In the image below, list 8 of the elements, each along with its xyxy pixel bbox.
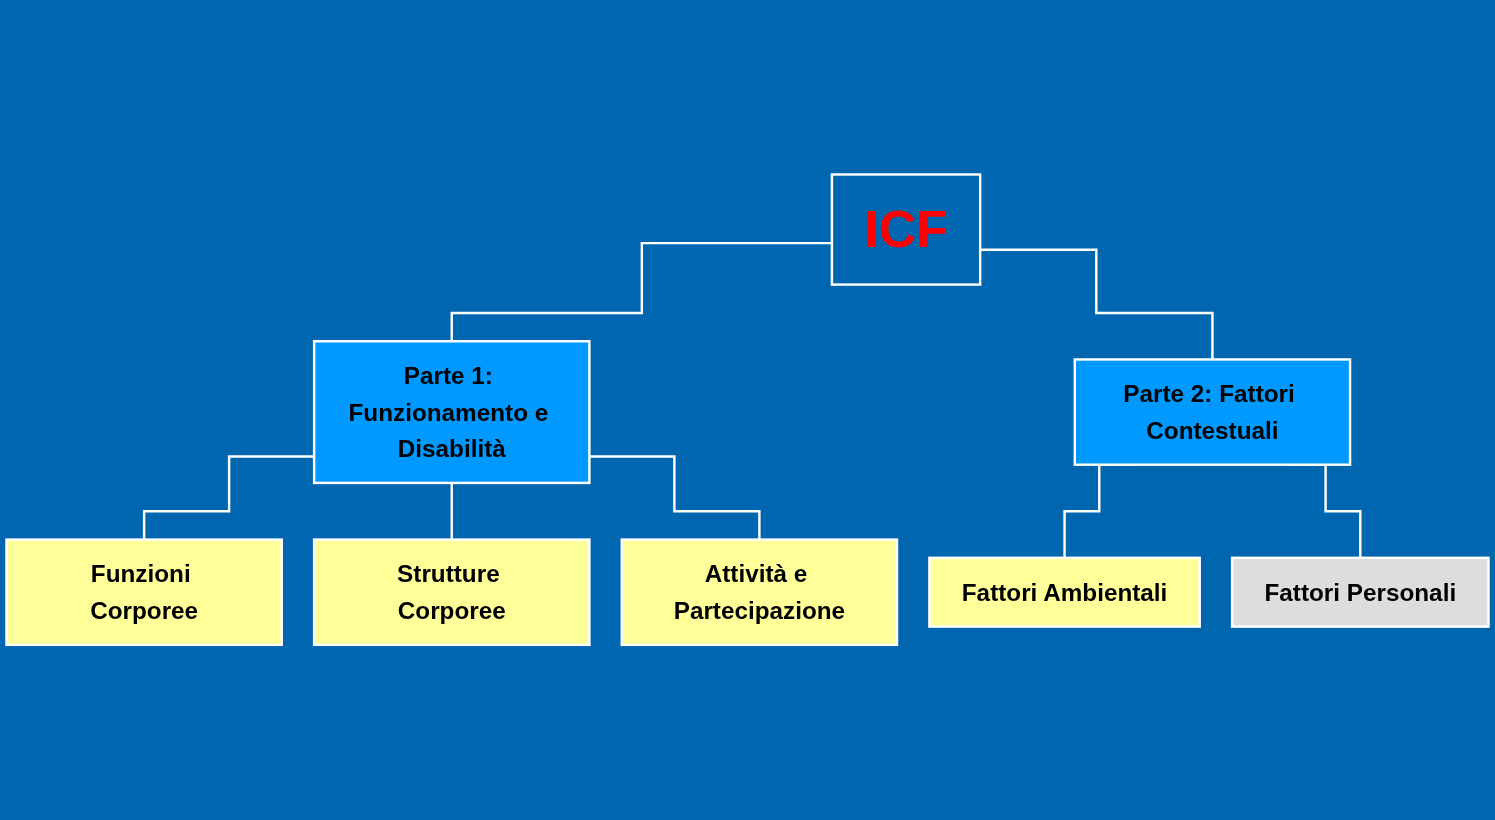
node-box: ICF: [830, 173, 982, 287]
node-box: Parte 1: Funzionamento e Disabilità: [312, 340, 591, 485]
node-box: Strutture Corporee: [312, 538, 591, 647]
node-box: Parte 2: Fattori Contestuali: [1073, 358, 1352, 467]
node-box: Fattori Personali: [1230, 556, 1490, 629]
node-box: Fattori Ambientali: [928, 556, 1201, 629]
node-box: Funzioni Corporee: [5, 538, 283, 647]
node-box: Attività e Partecipazione: [620, 538, 899, 647]
